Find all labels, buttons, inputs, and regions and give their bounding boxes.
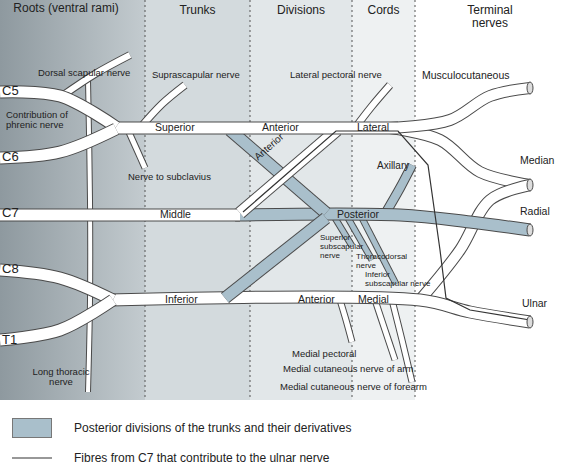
nerve-label: Inferior <box>165 294 198 306</box>
nerve-label: Axillary <box>377 160 409 171</box>
nerve-end <box>527 224 533 236</box>
roots-band <box>0 0 145 400</box>
nerve-label: Anterior <box>262 122 299 134</box>
cords-band <box>352 0 415 400</box>
nerve <box>0 215 240 216</box>
nerve-end <box>527 179 533 191</box>
nerve-outline <box>385 165 412 214</box>
nerve-end <box>527 82 533 94</box>
nerve-fill <box>0 210 240 221</box>
nerve-label: Lateral pectoral nerve <box>290 70 382 80</box>
nerve-fill <box>88 80 90 392</box>
nerve <box>390 88 530 128</box>
nerve-label: Middle <box>160 209 191 221</box>
nerve <box>88 80 90 392</box>
nerve-outline <box>110 122 398 135</box>
nerve-ends <box>527 82 533 328</box>
nerve-outline <box>235 214 530 230</box>
nerve-fill <box>110 123 398 134</box>
nerve-fill <box>225 218 326 298</box>
nerve-label: Posterior <box>337 209 379 221</box>
legend-swatch <box>12 418 52 438</box>
trunks-band <box>145 0 250 400</box>
column-heading: Divisions <box>252 4 350 17</box>
nerve-label: Medial cutaneous nerve of arm <box>283 364 413 374</box>
nerve-label: Nerve to subclavius <box>128 172 211 182</box>
nerve-fill <box>340 300 352 342</box>
nerve-outline <box>88 80 90 392</box>
legend-text: Fibres from C7 that contribute to the ul… <box>74 451 329 465</box>
nerve-label: Medial pectoral <box>292 349 356 359</box>
nerve-label: Anterior <box>252 131 286 162</box>
nerve-label: Radial <box>520 206 550 218</box>
nerve-fill <box>390 88 530 128</box>
nerve <box>390 128 530 185</box>
nerve <box>128 130 145 168</box>
nerve-outline <box>390 128 530 185</box>
nerve-label: Median <box>520 155 554 167</box>
nerve-label: C7 <box>2 206 19 220</box>
nerve-fill <box>235 214 530 230</box>
nerve-outline <box>0 209 240 222</box>
nerve-label: Inferior subscapular nerve <box>365 271 435 289</box>
nerve <box>420 185 530 300</box>
legend-entry: Posterior divisions of the trunks and th… <box>12 418 351 438</box>
legend-text: Posterior divisions of the trunks and th… <box>74 421 351 435</box>
terminal-band <box>415 0 564 400</box>
nerve-label: Ulnar <box>522 298 547 310</box>
nerve <box>225 218 326 298</box>
nerve-label: Medial cutaneous nerve of forearm <box>280 382 427 392</box>
nerve-label: Suprascapular nerve <box>152 70 240 80</box>
nerve-outline <box>230 130 326 213</box>
nerve-fill <box>385 165 412 214</box>
column-heading: Cords <box>352 4 415 17</box>
nerve-fill <box>128 130 145 168</box>
nerve-group <box>0 55 530 392</box>
nerve-end <box>527 316 533 328</box>
legend-entry: Fibres from C7 that contribute to the ul… <box>12 448 329 468</box>
nerve-fill <box>390 128 530 185</box>
nerve-outline <box>390 88 530 128</box>
nerve <box>230 130 326 213</box>
nerve-label: Thoracodorsal nerve <box>356 253 416 271</box>
legend-line <box>12 457 52 458</box>
nerve-label: Superior <box>155 122 195 134</box>
c7-fibre-line <box>243 131 530 320</box>
column-dividers <box>145 0 415 400</box>
column-heading: Trunks <box>150 4 245 17</box>
nerve-fill <box>230 130 326 213</box>
nerve-label: Dorsal scapular nerve <box>38 68 130 78</box>
nerve-label: C6 <box>2 150 19 164</box>
nerve <box>110 128 398 129</box>
nerve-outline <box>420 185 530 300</box>
nerve-fill <box>420 185 530 300</box>
divider-line <box>145 0 146 400</box>
nerve-label: Anterior <box>298 294 335 306</box>
nerve <box>340 300 352 342</box>
nerve-label: Lateral <box>357 122 389 134</box>
nerve-label: Long thoracic nerve <box>30 367 92 388</box>
nerve-label: C8 <box>2 262 19 276</box>
nerve-label: Musculocutaneous <box>422 70 510 82</box>
nerve-label: T1 <box>2 333 17 347</box>
nerve <box>235 214 530 230</box>
nerve-outline <box>128 130 145 168</box>
nerve <box>385 165 412 214</box>
nerve-label: Medial <box>358 294 389 306</box>
divider-line <box>415 0 416 400</box>
divisions-band <box>250 0 352 400</box>
nerve-outline <box>340 300 352 342</box>
nerve-outline <box>225 218 326 298</box>
nerve-label: C5 <box>2 84 19 98</box>
column-heading: Terminal nerves <box>455 4 525 30</box>
nerve-label: Contribution of phrenic nerve <box>6 110 84 131</box>
column-heading: Roots (ventral rami) <box>8 2 124 15</box>
legend-line-sample <box>12 448 52 468</box>
